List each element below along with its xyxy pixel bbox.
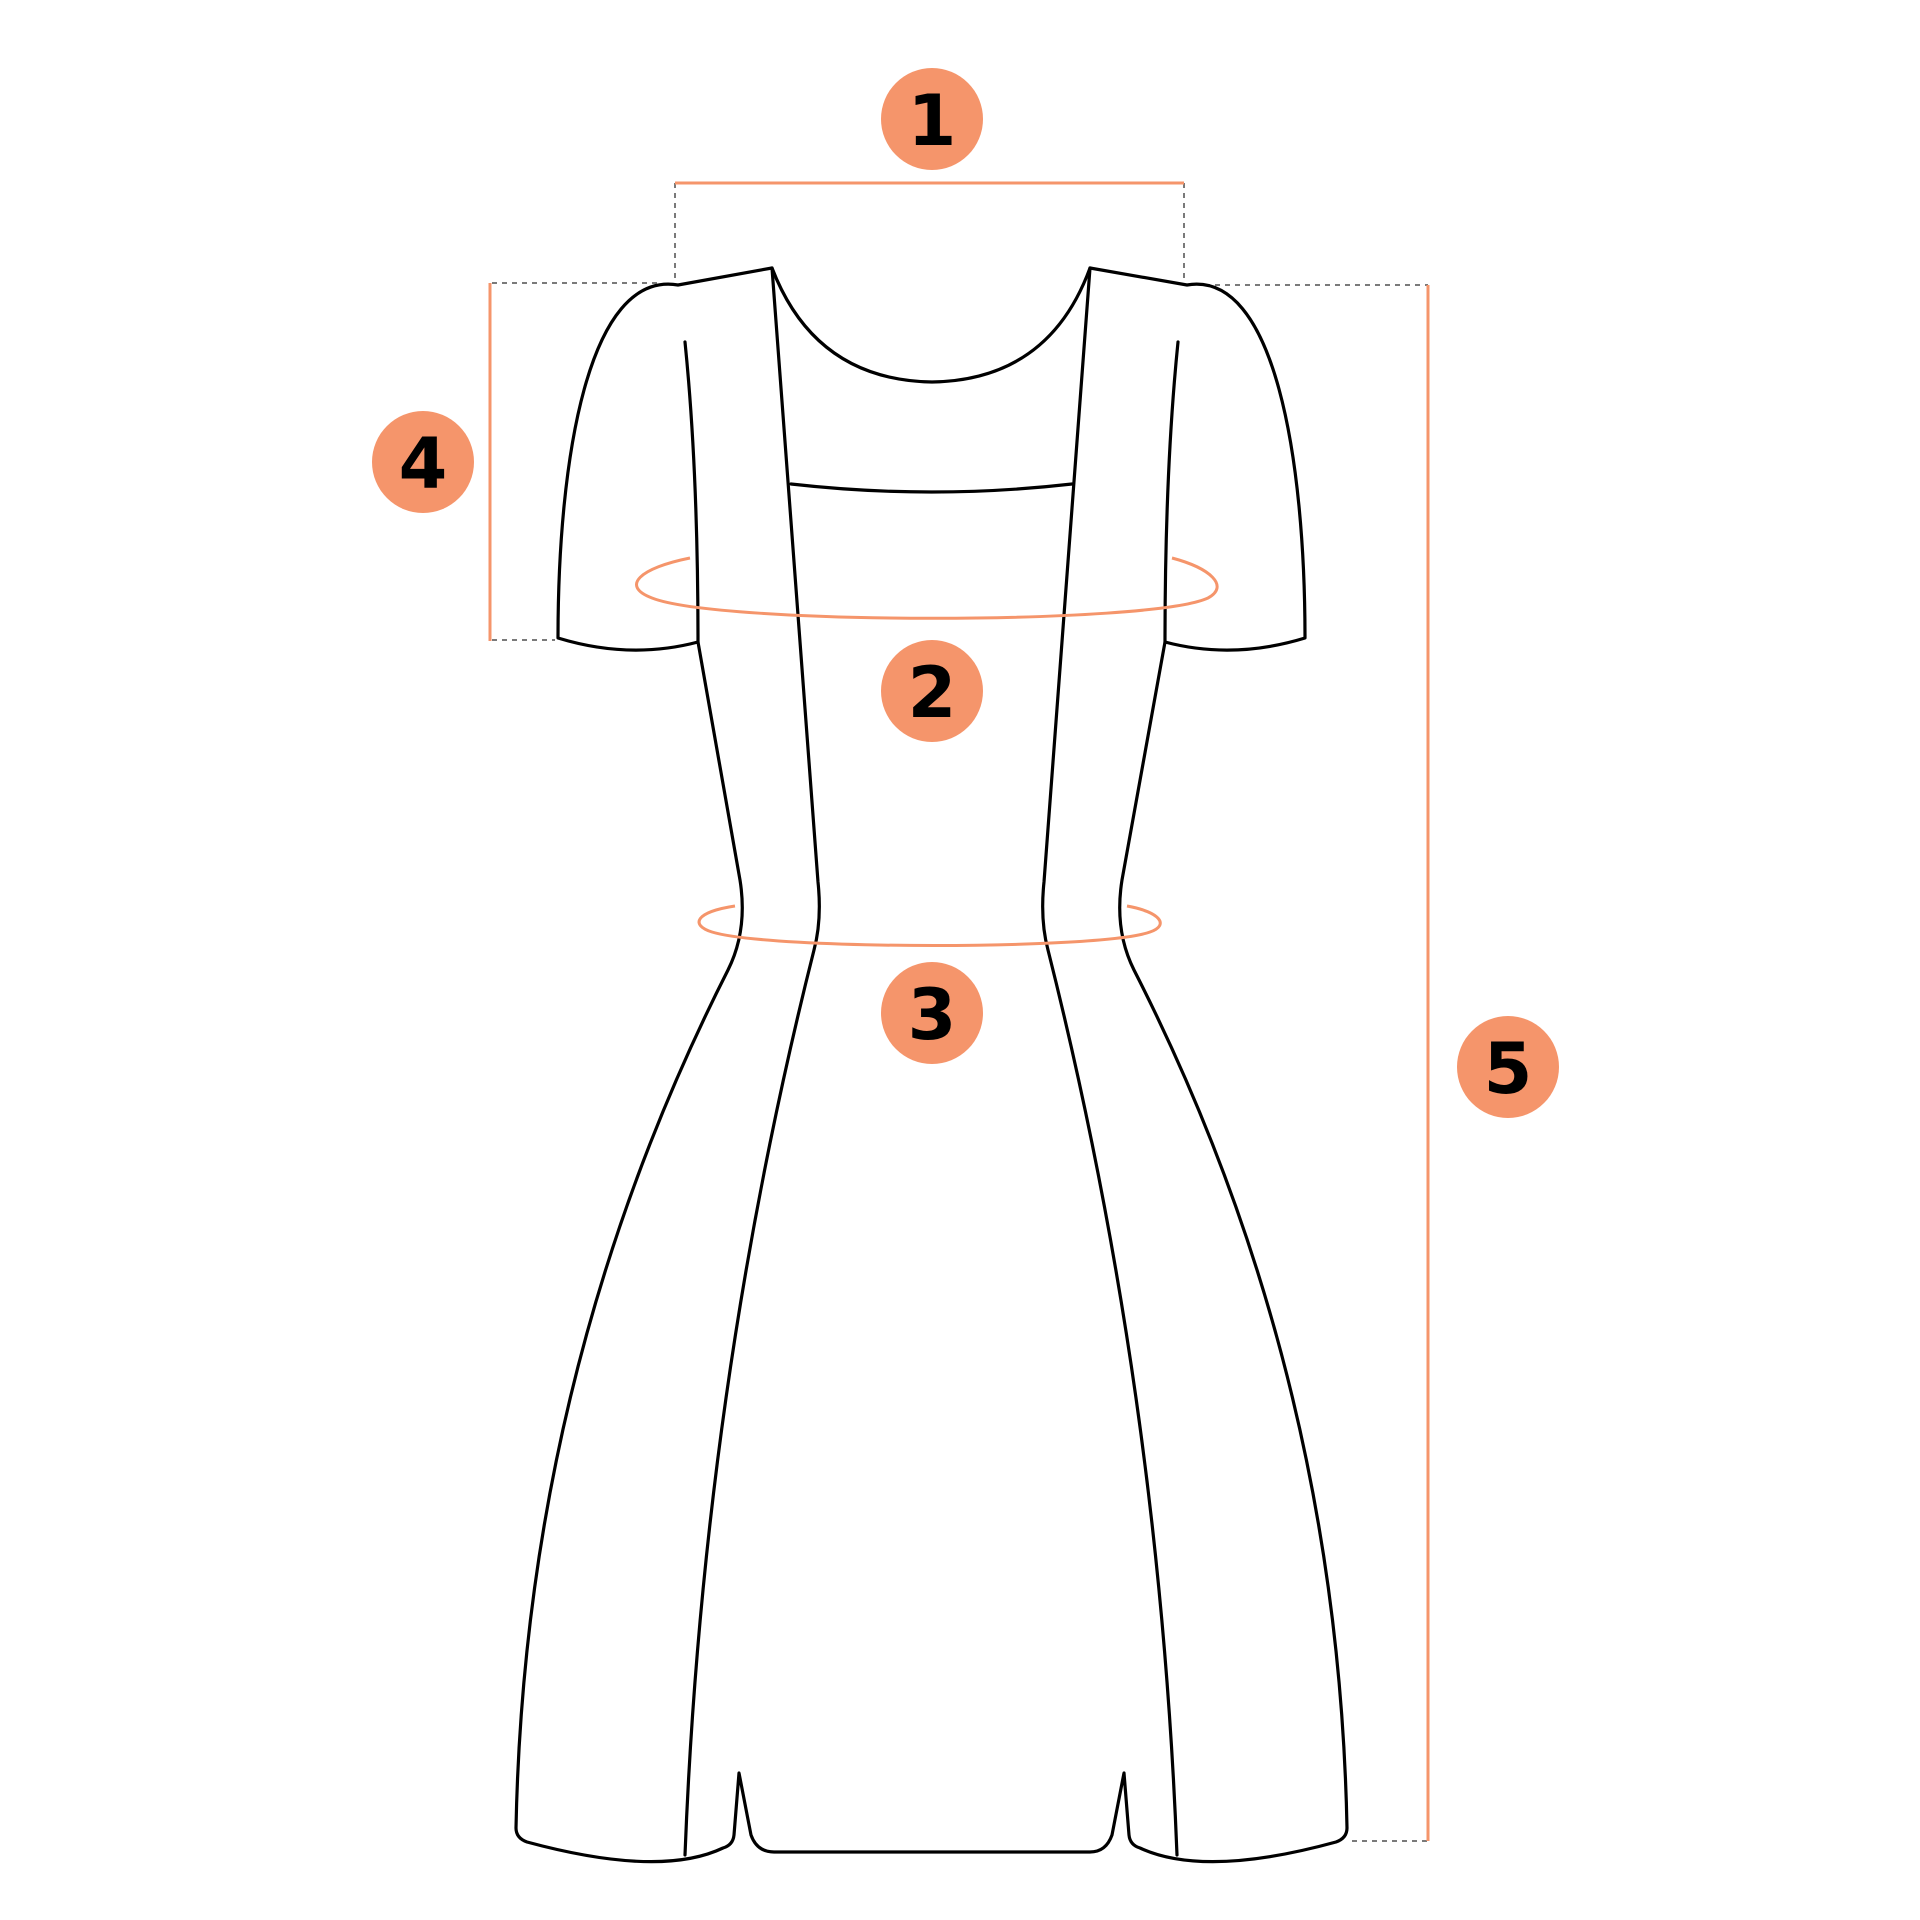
badge-4: 4	[372, 411, 474, 513]
left-armhole-seam	[683, 340, 700, 644]
dress-outline	[514, 266, 1349, 1864]
badge-1-circle	[881, 68, 983, 170]
badge-4-label: 4	[399, 423, 448, 505]
badge-2-label: 2	[908, 652, 957, 734]
badge-1: 1	[881, 68, 983, 170]
bust-seam	[789, 482, 1074, 494]
badge-1-label: 1	[908, 80, 957, 162]
badge-5-label: 5	[1484, 1028, 1533, 1110]
right-armhole-seam	[1163, 340, 1180, 644]
badge-2-circle	[881, 640, 983, 742]
waist-measure-ellipse	[697, 904, 1162, 947]
measurement-marks	[488, 181, 1430, 1841]
badge-3: 3	[881, 962, 983, 1064]
bust-measure-ellipse	[635, 556, 1219, 620]
left-panel-seam	[683, 266, 821, 1857]
guide-lines	[492, 183, 1428, 1842]
badge-5: 5	[1457, 1016, 1559, 1118]
badge-5-circle	[1457, 1016, 1559, 1118]
dress-outer-silhouette	[514, 266, 1349, 1864]
badge-4-circle	[372, 411, 474, 513]
badge-2: 2	[881, 640, 983, 742]
right-panel-seam	[1041, 266, 1179, 1857]
badge-3-circle	[881, 962, 983, 1064]
badge-3-label: 3	[908, 974, 957, 1056]
